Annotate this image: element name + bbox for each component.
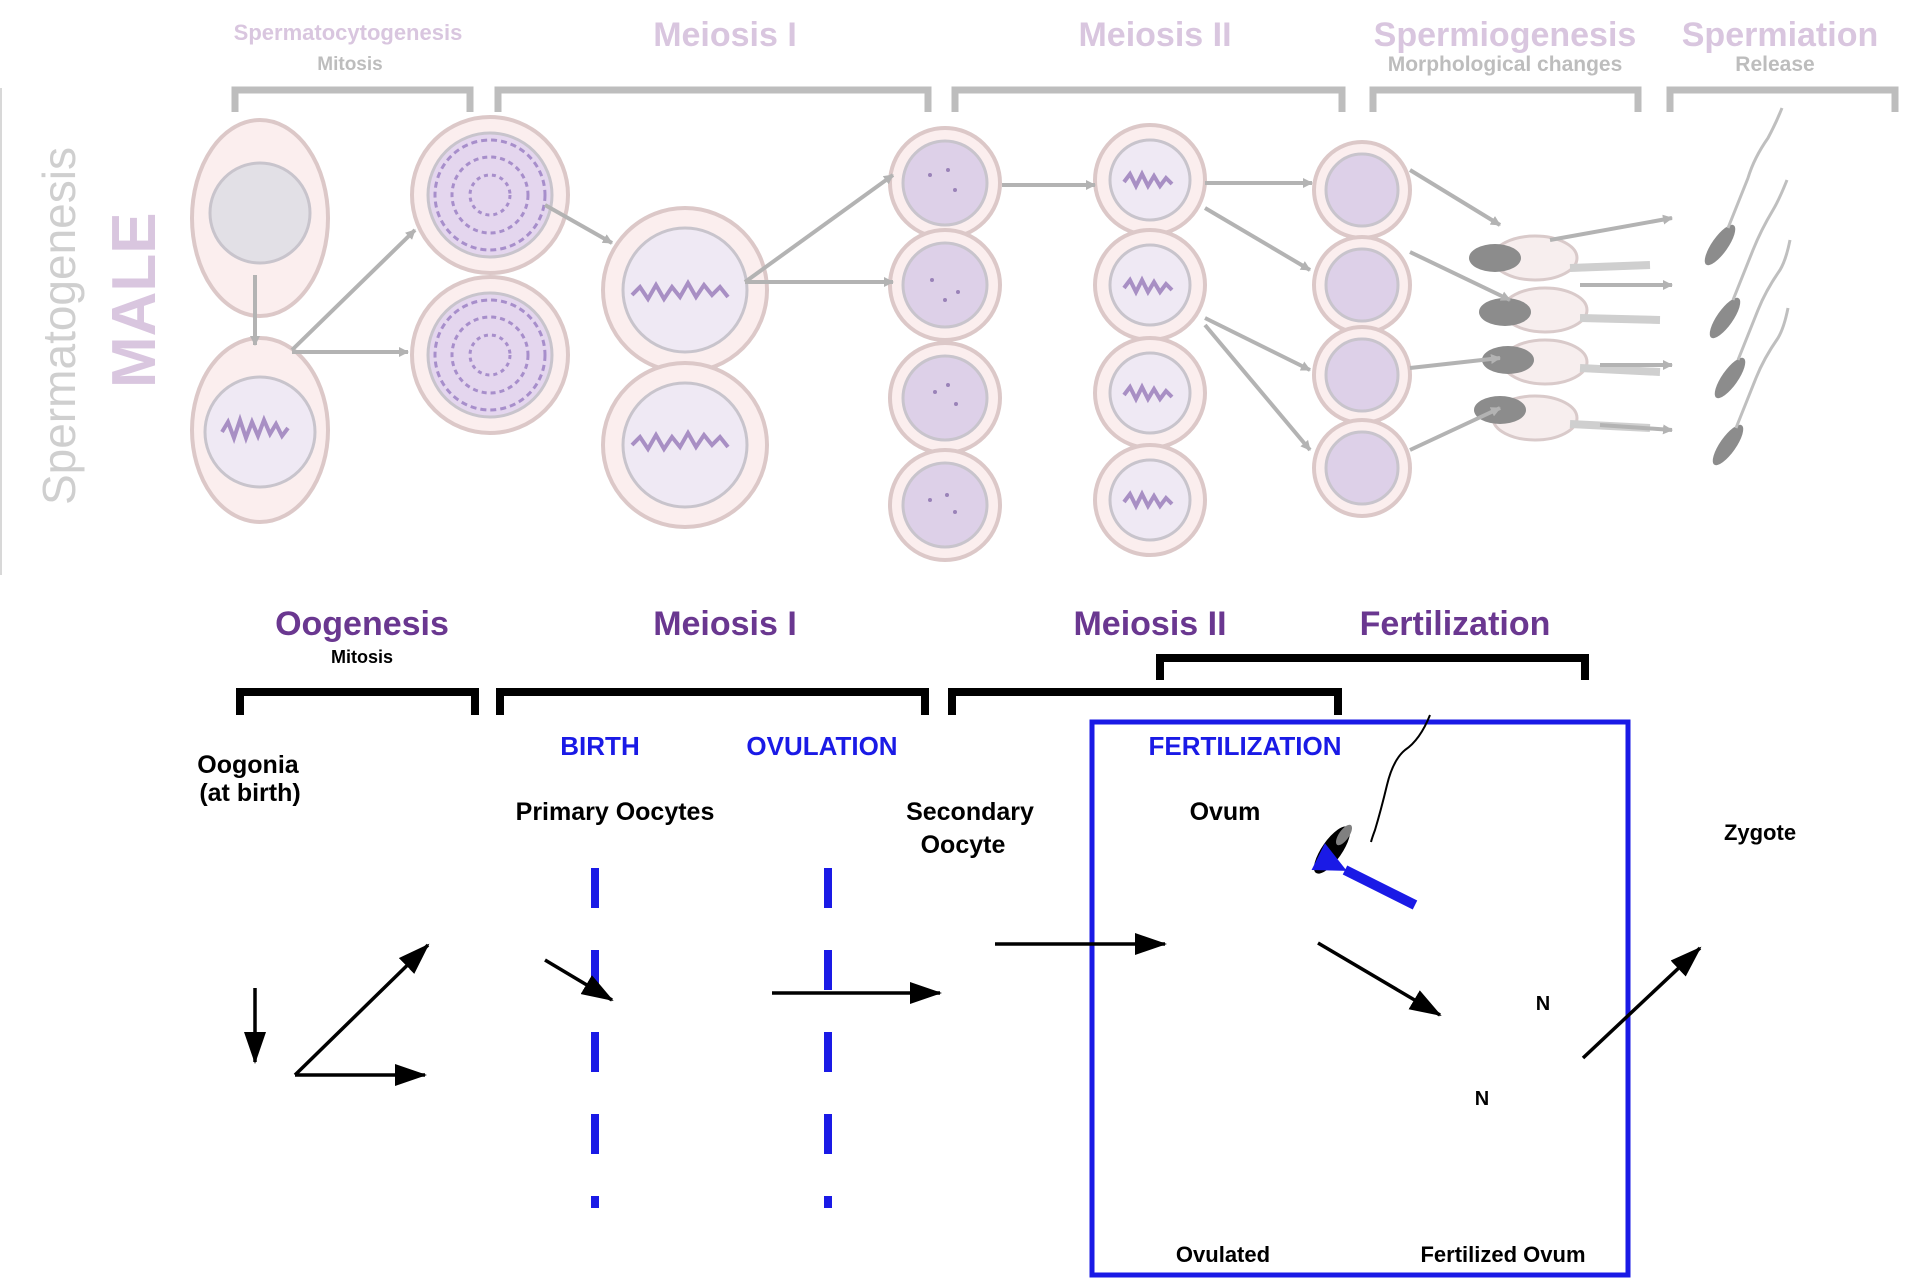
cell-label-ovum: Ovum xyxy=(1190,798,1261,826)
male-arrows xyxy=(250,168,1673,452)
female-section: Oogenesis Mitosis Meiosis I Meiosis II F… xyxy=(197,605,1796,1278)
male-section: MALE Spermatogenesis Spermatocytogenesis… xyxy=(0,16,1899,575)
cell-label-zygote: Zygote xyxy=(1724,820,1796,845)
arrow-primary xyxy=(544,958,614,1002)
stage-title-spermiogenesis: Spermiogenesis xyxy=(1374,16,1637,54)
stage-subtitle-oogenesis-mitosis: Mitosis xyxy=(331,647,393,667)
male-side-subtitle: Spermatogenesis xyxy=(33,147,85,505)
cell-label-primary-oocytes: Primary Oocytes xyxy=(516,798,715,826)
arrow-to-zygote xyxy=(1581,946,1702,1060)
stage-title-meiosis-i: Meiosis I xyxy=(653,605,797,643)
female-arrows xyxy=(244,933,1702,1086)
caption-fertilized-ovum: Fertilized Ovum xyxy=(1420,1242,1585,1267)
meiosis-ii-cells xyxy=(1093,123,1207,557)
event-ovulation: OVULATION xyxy=(746,731,897,761)
stage-title-spermiation: Spermiation xyxy=(1682,16,1878,54)
nucleus-label-b: N xyxy=(1475,1088,1489,1110)
secondary-spermatocytes xyxy=(888,126,1002,562)
sperm-pointer-arrow xyxy=(1311,843,1418,910)
stage-subtitle-release: Release xyxy=(1735,53,1814,76)
nucleus-label-a: N xyxy=(1536,993,1550,1015)
event-birth: BIRTH xyxy=(560,731,639,761)
stage-title-meiosis-ii: Meiosis II xyxy=(1073,605,1226,643)
fertilization-box xyxy=(1089,719,1631,1278)
female-stage-brackets xyxy=(236,654,1589,715)
stage-title-meiosis-i-male: Meiosis I xyxy=(653,16,797,54)
male-side-title: MALE xyxy=(100,212,169,388)
stage-title-oogenesis: Oogenesis xyxy=(275,605,449,643)
cell-label-secondary: Secondary xyxy=(906,798,1034,826)
released-sperm xyxy=(1704,107,1792,466)
stage-subtitle-morphological: Morphological changes xyxy=(1388,53,1623,76)
cell-label-oogonia: Oogonia xyxy=(197,751,299,779)
cell-label-oocyte: Oocyte xyxy=(921,831,1006,859)
arrow-to-fertilized xyxy=(1317,941,1442,1017)
meiosis-i-cells xyxy=(601,206,769,529)
primary-spermatocytes xyxy=(410,115,570,435)
spermatogonia xyxy=(190,118,330,524)
cell-label-oogonia-at-birth: (at birth) xyxy=(199,779,300,807)
caption-ovulated: Ovulated xyxy=(1176,1242,1270,1267)
event-dashed-lines xyxy=(591,868,832,1208)
arrow-oogonia-up xyxy=(293,943,430,1077)
event-fertilization: FERTILIZATION xyxy=(1148,731,1341,761)
stage-title-spermatocytogenesis: Spermatocytogenesis xyxy=(234,20,463,45)
stage-title-meiosis-ii-male: Meiosis II xyxy=(1078,16,1231,54)
spermatids xyxy=(1312,140,1412,518)
male-stage-brackets xyxy=(231,86,1899,112)
maturing-spermatids xyxy=(1469,234,1661,442)
stage-subtitle-mitosis: Mitosis xyxy=(317,54,382,75)
stage-title-fertilization: Fertilization xyxy=(1360,605,1551,643)
